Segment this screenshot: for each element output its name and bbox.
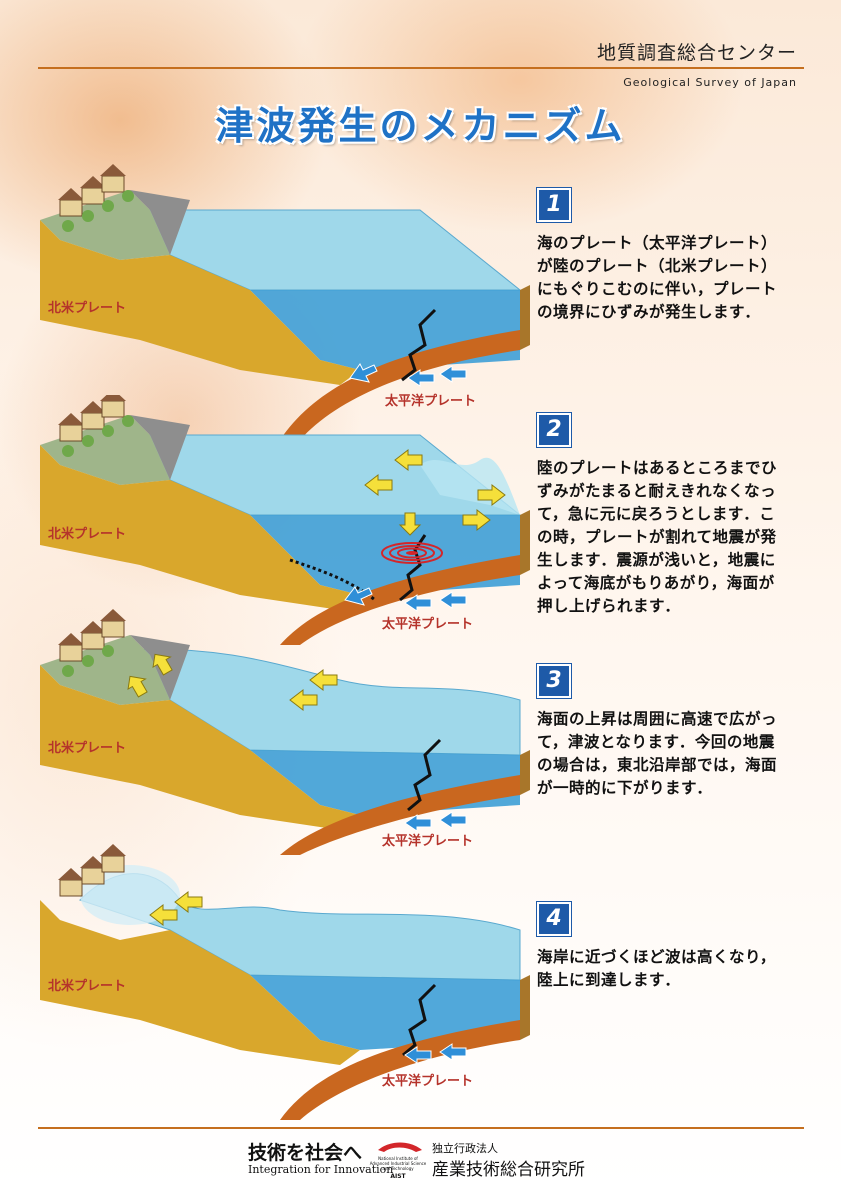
plate-arrow [439, 365, 467, 383]
step-description: 海岸に近づくほど波は高くなり， 陸上に到達します． [537, 948, 776, 989]
house-icon [58, 844, 126, 897]
diagram-step-2: 北米プレート 太平洋プレート [40, 395, 530, 645]
step-3: 3 海面の上昇は周囲に高速で広がっ て，津波となります．今回の地震 の場合は，東… [537, 664, 817, 800]
wave-arrow [127, 653, 338, 712]
plate-arrow [404, 594, 432, 612]
plate-arrow [439, 591, 467, 609]
wave-arrow [364, 448, 506, 536]
aist-logo-icon: National Institute of Advanced Industria… [370, 1142, 427, 1180]
plate-arrow [404, 1046, 432, 1064]
label-pacific-plate: 太平洋プレート [381, 1073, 473, 1089]
step-number-badge: 4 [537, 902, 571, 936]
step-number-badge: 2 [537, 413, 571, 447]
footer-org-name: 産業技術総合研究所 [432, 1160, 585, 1180]
plate-arrow [439, 1043, 467, 1061]
label-pacific-plate: 太平洋プレート [381, 833, 473, 849]
label-north-american-plate: 北米プレート [48, 300, 126, 316]
step-1: 1 海のプレート（太平洋プレート） が陸のプレート（北米プレート） にもぐりこむ… [537, 188, 817, 324]
step-description: 海のプレート（太平洋プレート） が陸のプレート（北米プレート） にもぐりこむのに… [537, 234, 778, 321]
diagram-step-3: 北米プレート 太平洋プレート [40, 609, 530, 855]
step-description: 海面の上昇は周囲に高速で広がっ て，津波となります．今回の地震 の場合は，東北沿… [537, 710, 778, 797]
footer-slogan-ja: 技術を社会へ [248, 1142, 363, 1164]
diagram-step-4: 北米プレート 太平洋プレート [40, 844, 530, 1120]
step-number-badge: 3 [537, 664, 571, 698]
label-north-american-plate: 北米プレート [48, 740, 126, 756]
house-icon [58, 395, 134, 457]
label-pacific-plate: 太平洋プレート [381, 616, 473, 632]
plate-arrow [404, 814, 432, 832]
page-title: 津波発生のメカニズム [215, 104, 626, 148]
footer-slogan-en: Integration for Innovation [248, 1163, 394, 1176]
house-icon [58, 609, 126, 677]
step-2: 2 陸のプレートはあるところまでひ ずみがたまると耐えきれなくなっ て，急に元に… [537, 413, 817, 618]
diagram-step-1: 北米プレート 太平洋プレート [40, 164, 530, 440]
step-description: 陸のプレートはあるところまでひ ずみがたまると耐えきれなくなっ て，急に元に戻ろ… [537, 459, 778, 615]
plate-arrow [344, 586, 373, 606]
label-north-american-plate: 北米プレート [48, 978, 126, 994]
label-pacific-plate: 太平洋プレート [384, 393, 476, 409]
org-name-en: Geological Survey of Japan [623, 76, 797, 89]
svg-text:AIST: AIST [390, 1173, 406, 1180]
epicenter-rings [381, 542, 443, 564]
step-number-badge: 1 [537, 188, 571, 222]
footer-org-type: 独立行政法人 [432, 1142, 498, 1155]
header-rule [38, 67, 804, 69]
wave-arrow [149, 890, 203, 927]
step-4: 4 海岸に近づくほど波は高くなり， 陸上に到達します． [537, 902, 817, 992]
svg-text:National Institute of: National Institute of [378, 1156, 418, 1161]
svg-text:Advanced Industrial Science: Advanced Industrial Science [370, 1161, 427, 1166]
plate-arrow [439, 811, 467, 829]
house-icon [58, 164, 134, 232]
footer-rule [38, 1127, 804, 1129]
label-north-american-plate: 北米プレート [48, 526, 126, 542]
plate-arrow [407, 369, 435, 387]
plate-arrow [349, 363, 378, 383]
svg-text:and Technology: and Technology [382, 1166, 414, 1171]
org-name-ja: 地質調査総合センター [596, 42, 797, 64]
